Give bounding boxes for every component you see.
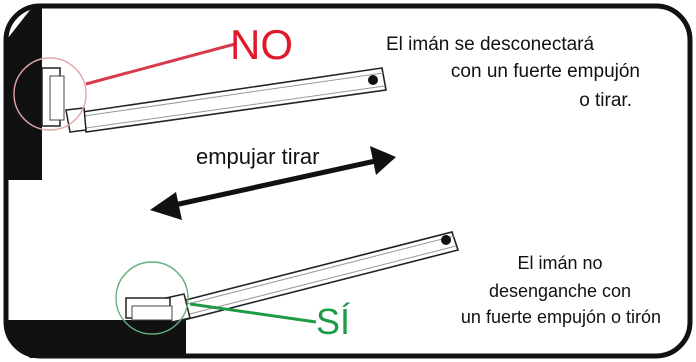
arm-top (65, 67, 387, 133)
no-label: NO (230, 21, 293, 68)
push-pull-arrow (150, 146, 396, 220)
no-circle (13, 57, 87, 131)
bracket-bottom (125, 297, 173, 321)
note-stays-line-2: desenganche con (488, 281, 632, 301)
bracket-top (41, 67, 65, 127)
push-pull-label: empujar tirar (196, 144, 320, 169)
note-disconnect-line-1: El imán se desconectará (386, 34, 595, 55)
no-pointer-line (85, 42, 236, 86)
arm-bottom (165, 231, 460, 323)
note-stays-line-3: un fuerte empujón o tirón (460, 307, 662, 327)
note-disconnect-line-2: con un fuerte empujón (450, 61, 640, 82)
si-pointer-line (189, 302, 317, 324)
si-circle (115, 261, 189, 335)
wall-top (8, 6, 42, 180)
note-stays-line-1: El imán no (517, 253, 603, 273)
note-disconnect-line-3: o tirar. (579, 90, 632, 111)
wall-bottom (8, 320, 186, 358)
outer-frame (3, 3, 693, 359)
si-label: SÍ (316, 301, 351, 342)
